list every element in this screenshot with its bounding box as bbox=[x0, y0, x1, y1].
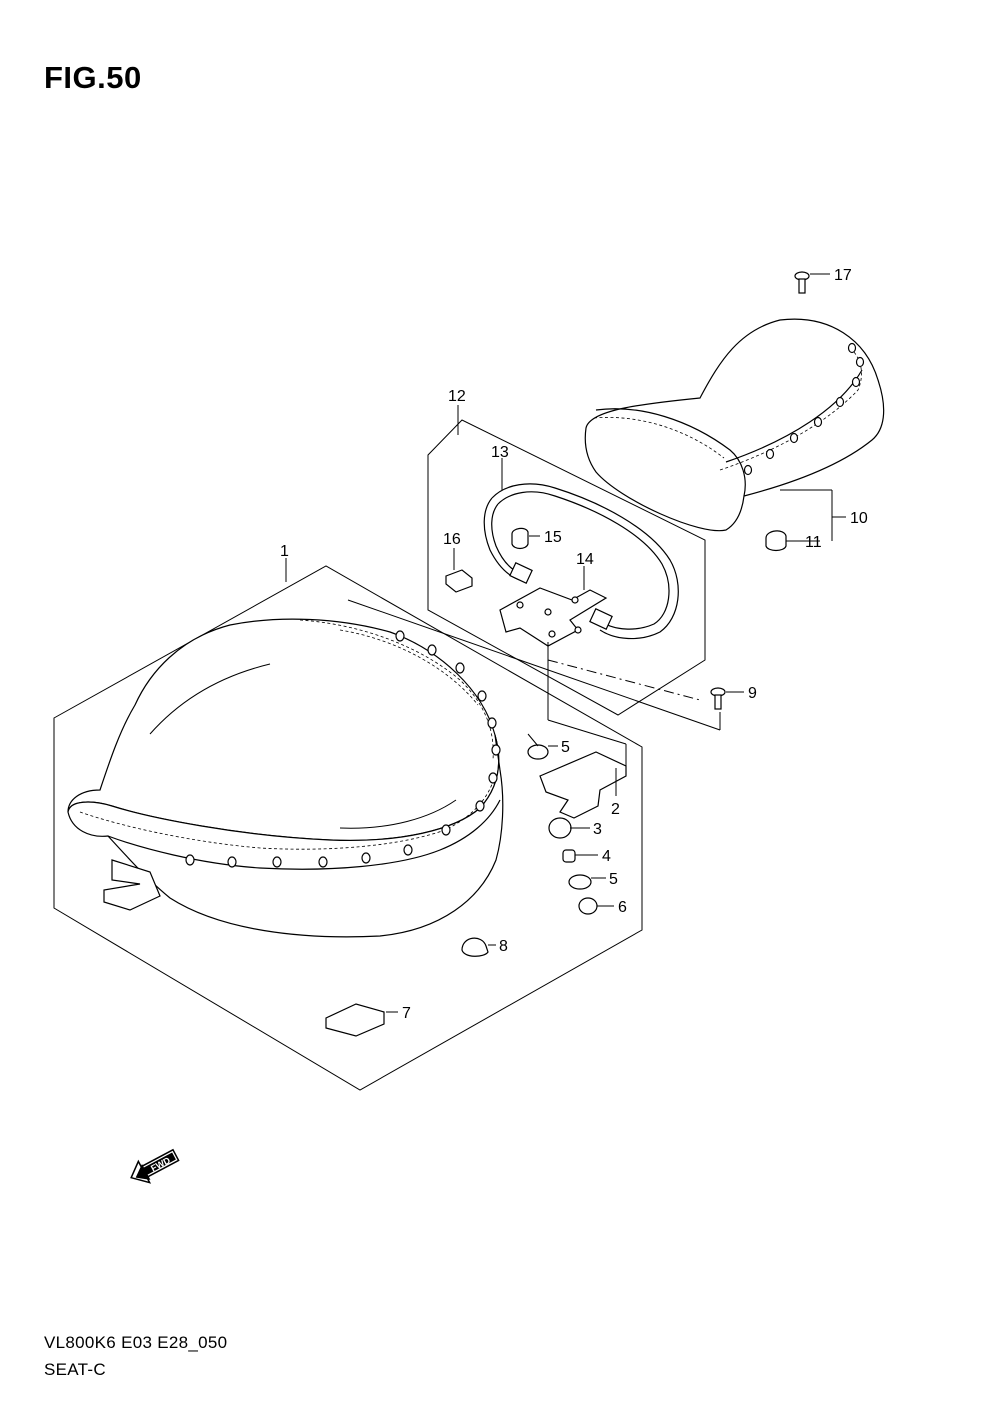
callout-13: 13 bbox=[491, 444, 509, 461]
grommet-11 bbox=[765, 530, 787, 552]
callout-8: 8 bbox=[499, 938, 508, 955]
diagram-name: SEAT-C bbox=[44, 1360, 106, 1379]
damper-3 bbox=[548, 817, 572, 839]
callout-11: 11 bbox=[805, 534, 822, 551]
washer-5b bbox=[568, 874, 592, 890]
diagram-code: VL800K6 E03 E28_050 bbox=[44, 1333, 228, 1352]
front-seat bbox=[67, 618, 504, 938]
washer-5a bbox=[527, 744, 549, 760]
callout-16: 16 bbox=[443, 531, 461, 548]
pad-16 bbox=[445, 569, 473, 593]
callout-2: 2 bbox=[611, 801, 620, 818]
group-outline-1 bbox=[53, 565, 643, 1091]
fwd-arrow-icon: FWD bbox=[130, 1148, 180, 1184]
callout-12: 12 bbox=[448, 388, 466, 405]
cushion-8 bbox=[461, 937, 489, 957]
callout-1: 1 bbox=[280, 543, 289, 560]
nut-6 bbox=[578, 897, 598, 915]
bracket-2 bbox=[539, 751, 627, 819]
callout-5a: 5 bbox=[561, 739, 570, 756]
clip-7 bbox=[325, 1003, 385, 1037]
backrest-frame bbox=[483, 483, 679, 640]
callout-5b: 5 bbox=[609, 871, 618, 888]
callout-7: 7 bbox=[402, 1005, 411, 1022]
nut-15 bbox=[511, 527, 529, 550]
figure-title: FIG.50 bbox=[44, 60, 142, 95]
callout-10: 10 bbox=[850, 510, 868, 527]
callout-6: 6 bbox=[618, 899, 627, 916]
callout-4: 4 bbox=[602, 848, 611, 865]
callout-15: 15 bbox=[544, 529, 562, 546]
group-outline-12 bbox=[427, 419, 706, 716]
screw-17 bbox=[794, 271, 810, 294]
leader-lines bbox=[285, 273, 846, 1013]
callouts: 1 2 3 4 5 5 6 7 8 9 10 11 12 13 14 15 16… bbox=[280, 267, 868, 1022]
screw-9 bbox=[710, 687, 726, 710]
rear-seat bbox=[584, 318, 885, 532]
callout-14: 14 bbox=[576, 551, 594, 568]
collar-4 bbox=[562, 849, 576, 863]
callout-9: 9 bbox=[748, 685, 757, 702]
callout-3: 3 bbox=[593, 821, 602, 838]
callout-17: 17 bbox=[834, 267, 852, 284]
backrest-bracket bbox=[499, 587, 608, 647]
